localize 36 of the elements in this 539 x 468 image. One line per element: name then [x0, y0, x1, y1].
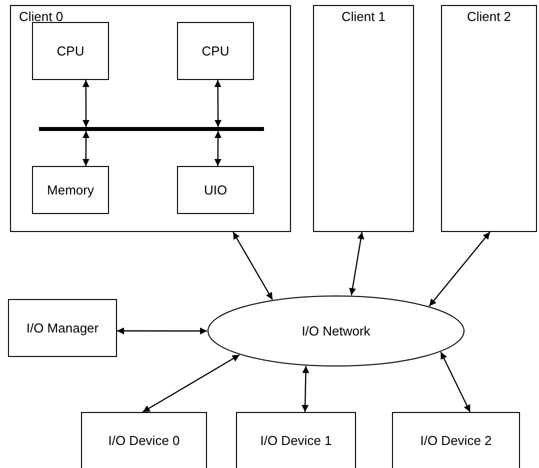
arrow [82, 80, 90, 127]
box-label: UIO [202, 182, 228, 198]
component-box [441, 5, 537, 232]
arrow [428, 232, 490, 307]
box-label: I/O Device 1 [259, 433, 333, 448]
arrow [302, 366, 310, 412]
component-box [313, 5, 414, 232]
arrow [214, 80, 222, 127]
arrow [117, 327, 207, 334]
arrow [142, 354, 240, 413]
component-box [177, 166, 254, 214]
network-ellipse [207, 295, 465, 367]
component-box [81, 412, 207, 468]
box-heading: Client 1 [340, 9, 387, 24]
box-label: I/O Manager [25, 320, 100, 336]
component-box [32, 22, 109, 80]
component-box [236, 412, 356, 468]
box-heading: Client 0 [19, 9, 64, 24]
box-label: Memory [46, 182, 95, 198]
arrow [349, 232, 364, 296]
box-label: CPU [56, 44, 86, 58]
component-box [32, 166, 109, 214]
component-box [177, 22, 254, 80]
box-label: I/O Network [300, 324, 372, 338]
arrow [232, 232, 273, 300]
box-heading: Client 2 [466, 9, 512, 24]
bus-bar [39, 127, 264, 131]
box-label: CPU [200, 44, 230, 58]
component-box [8, 299, 117, 357]
component-box [392, 412, 520, 468]
arrow [440, 352, 471, 412]
arrow [82, 131, 90, 166]
component-box [10, 5, 291, 232]
box-label: I/O Device 0 [107, 433, 181, 448]
box-label: I/O Device 2 [419, 433, 493, 448]
arrow [214, 131, 222, 166]
